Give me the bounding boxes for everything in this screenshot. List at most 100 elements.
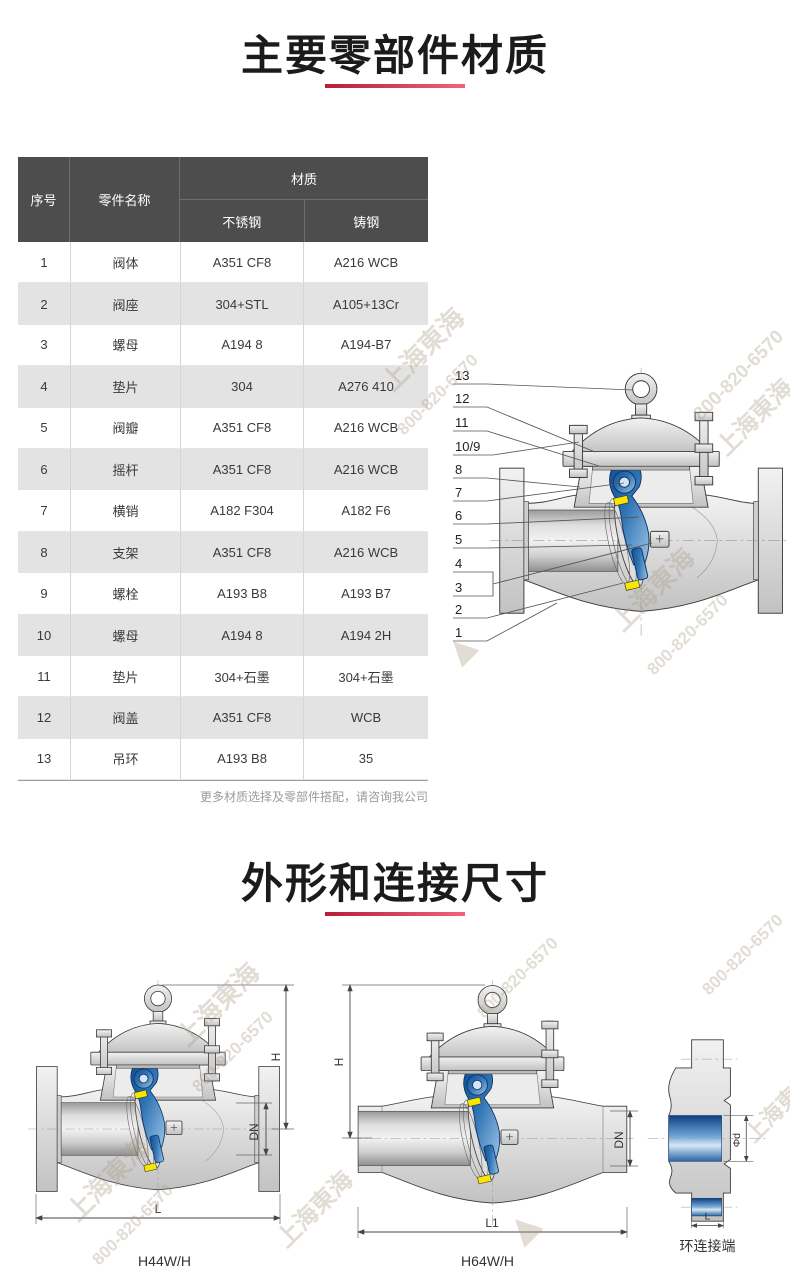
cell-cast: A194-B7 [303,324,428,366]
ring-joint-flange-diagram: Φd L [645,1038,770,1230]
callout-label: 7 [455,485,462,500]
dimensions-section-title: 外形和连接尺寸 [240,860,549,907]
cell-stainless: 304 [180,366,303,408]
cell-cast: A216 WCB [303,242,428,283]
model-label-h44: H44W/H [138,1253,191,1269]
header-stainless: 不锈钢 [180,200,305,242]
dim-label-dn: DN [247,1123,261,1140]
table-header: 序号 零件名称 材质 不锈钢 铸钢 [18,157,428,242]
cell-no: 3 [40,337,48,353]
h44-dimension-diagram: H DN L [22,962,307,1252]
callout-label: 6 [455,508,462,523]
header-part: 零件名称 [70,157,180,242]
watermark: 800-820-6570 [698,910,787,999]
cell-stainless: A351 CF8 [180,697,303,739]
cell-stainless: A351 CF8 [180,407,303,448]
cell-part: 螺母 [70,324,180,366]
cell-cast: A194 2H [303,614,428,656]
dim-label-h: H [332,1058,346,1067]
cell-cast: 35 [303,738,428,780]
cell-no: 1 [40,254,48,270]
dim-label-l: L [705,1210,711,1222]
cell-part: 吊环 [70,738,180,780]
cell-part: 支架 [70,531,180,574]
callout-label: 10/9 [455,439,480,454]
header-cast: 铸钢 [353,214,380,230]
cell-cast: A216 WCB [303,407,428,448]
cell-no: 5 [40,420,48,436]
cell-no: 7 [40,503,48,519]
dim-label-phi-d: Φd [731,1133,743,1147]
dim-label-l1: L1 [485,1216,499,1230]
cell-stainless: A194 8 [180,324,303,366]
cell-part: 螺栓 [70,573,180,614]
header-no: 序号 [18,157,70,242]
cell-no: 13 [36,751,52,767]
materials-section-title: 主要零部件材质 [240,32,549,79]
cell-stainless: A193 B8 [180,573,303,614]
callout-label: 12 [455,391,469,406]
dim-label-h: H [269,1053,283,1062]
cell-no: 6 [40,462,48,478]
cell-stainless: 304+石墨 [180,655,303,697]
valve-callout-diagram: 13 12 11 10/9 8 7 6 5 4 3 2 1 [445,362,790,665]
cell-cast: A182 F6 [303,490,428,531]
callout-label: 4 [455,556,462,571]
cell-no: 9 [40,585,48,601]
cell-part: 垫片 [70,655,180,697]
cell-stainless: A182 F304 [180,490,303,531]
cell-stainless: A193 B8 [180,738,303,780]
cell-part: 阀体 [70,242,180,283]
cell-cast: A216 WCB [303,448,428,491]
cell-no: 11 [37,668,51,684]
cell-cast: A105+13Cr [303,283,428,325]
cell-part: 阀瓣 [70,407,180,448]
cell-stainless: A351 CF8 [180,448,303,491]
callout-label: 1 [455,625,462,640]
callout-label: 11 [455,415,469,430]
cell-stainless: A194 8 [180,614,303,656]
callout-label: 8 [455,462,462,477]
dim-label-l: L [155,1202,162,1216]
callout-label: 3 [455,580,462,595]
cell-part: 垫片 [70,366,180,408]
cell-cast: WCB [303,697,428,739]
cell-part: 横销 [70,490,180,531]
callout-label: 5 [455,532,462,547]
cell-cast: A216 WCB [303,531,428,574]
cell-part: 螺母 [70,614,180,656]
model-label-h64: H64W/H [461,1253,514,1269]
cell-part: 阀座 [70,283,180,325]
dim-label-dn: DN [612,1131,626,1148]
model-label-ring-joint: 环连接端 [679,1238,736,1254]
table-footnote: 更多材质选择及零部件搭配，请咨询我公司 [199,790,428,804]
callout-label: 2 [455,602,462,617]
header-material: 材质 [180,157,428,200]
h64-dimension-diagram: H DN L1 [330,962,645,1252]
cell-part: 摇杆 [70,448,180,491]
cell-no: 10 [36,627,52,643]
title-underline [325,84,465,88]
cell-no: 4 [40,379,48,395]
cell-stainless: A351 CF8 [180,531,303,574]
cell-cast: 304+石墨 [303,655,428,697]
cell-no: 12 [36,710,52,726]
callout-label: 13 [455,368,469,383]
cell-cast: A193 B7 [303,573,428,614]
cell-part: 阀盖 [70,697,180,739]
cell-no: 2 [40,296,48,312]
cell-cast: A276 410 [303,366,428,408]
